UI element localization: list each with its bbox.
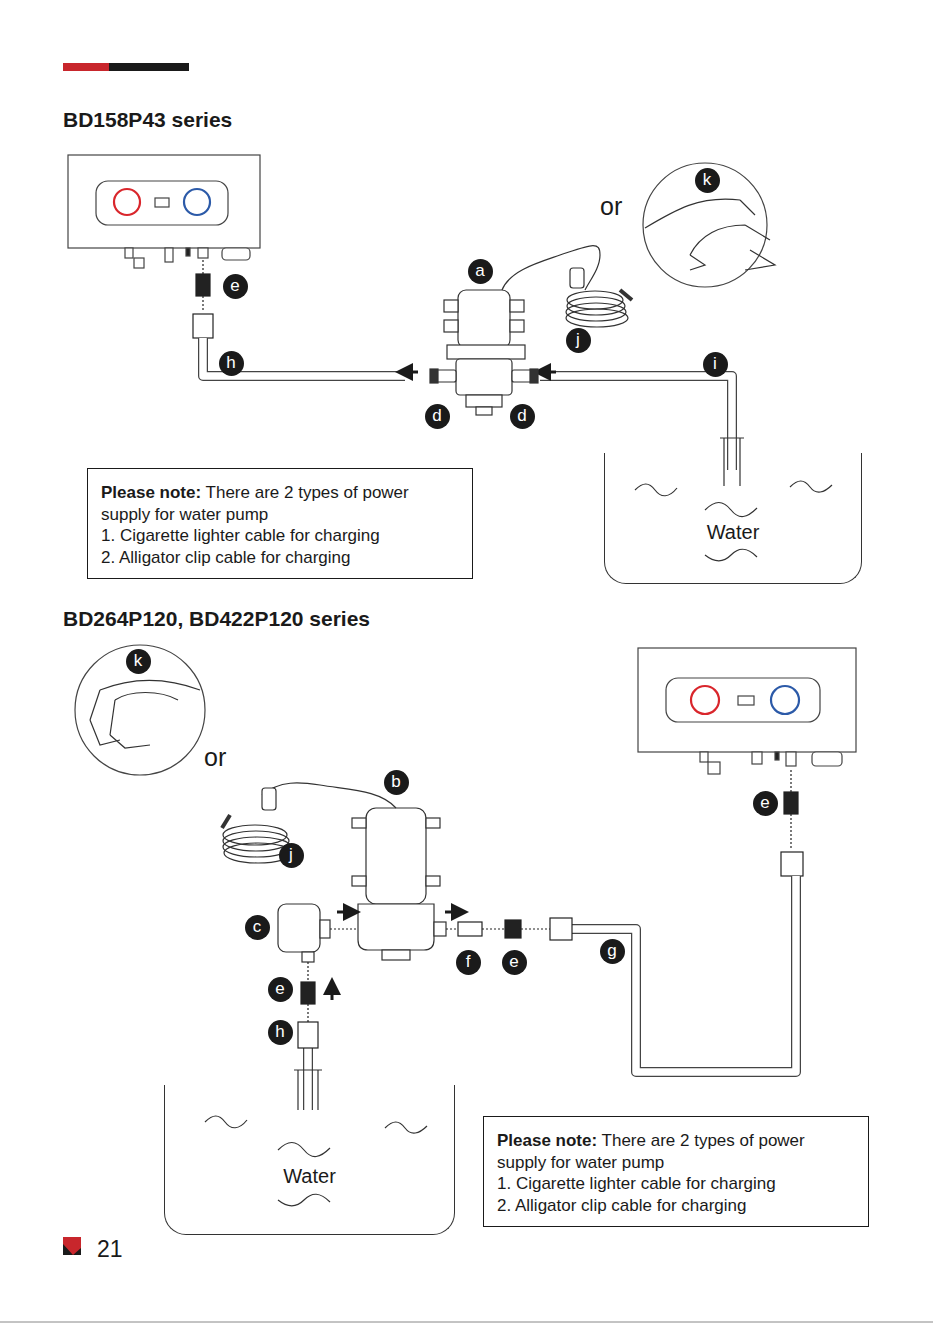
- callout-letter: h: [268, 1020, 293, 1045]
- section-heading: BD264P120, BD422P120 series: [63, 607, 370, 631]
- callout-letter: j: [566, 328, 591, 353]
- callout-letter: e: [753, 791, 778, 816]
- callout-letter: e: [502, 950, 527, 975]
- note-heading: Please note:: [497, 1131, 597, 1150]
- callout-letter: k: [695, 168, 720, 193]
- note-item: 1. Cigarette lighter cable for charging: [101, 525, 460, 547]
- callout-letter: b: [384, 770, 409, 795]
- callout-letter: d: [510, 404, 535, 429]
- callout-letter: c: [245, 915, 270, 940]
- tank-text: Water: [280, 1165, 339, 1187]
- callout-letter: e: [223, 274, 248, 299]
- callout-letter: h: [219, 351, 244, 376]
- note-box: Please note: There are 2 types of power …: [483, 1116, 869, 1227]
- or-text: or: [202, 743, 228, 772]
- section-heading: BD158P43 series: [63, 108, 232, 132]
- note-item: 1. Cigarette lighter cable for charging: [497, 1173, 856, 1195]
- page-number: 21: [97, 1236, 123, 1263]
- callout-letter: d: [425, 404, 450, 429]
- tank-text: Water: [704, 521, 763, 543]
- note-box: Please note: There are 2 types of power …: [87, 468, 473, 579]
- note-heading: Please note:: [101, 483, 201, 502]
- water-tank: Water: [604, 453, 862, 584]
- callout-letter: i: [703, 352, 728, 377]
- or-text: or: [598, 192, 624, 221]
- callout-letter: g: [600, 939, 625, 964]
- callout-letter: e: [268, 977, 293, 1002]
- callout-letter: a: [468, 259, 493, 284]
- callout-letter: f: [456, 950, 481, 975]
- callout-letter: j: [279, 843, 304, 868]
- note-item: 2. Alligator clip cable for charging: [101, 547, 460, 569]
- water-tank: Water: [164, 1085, 455, 1235]
- note-item: 2. Alligator clip cable for charging: [497, 1195, 856, 1217]
- callout-letter: k: [126, 649, 151, 674]
